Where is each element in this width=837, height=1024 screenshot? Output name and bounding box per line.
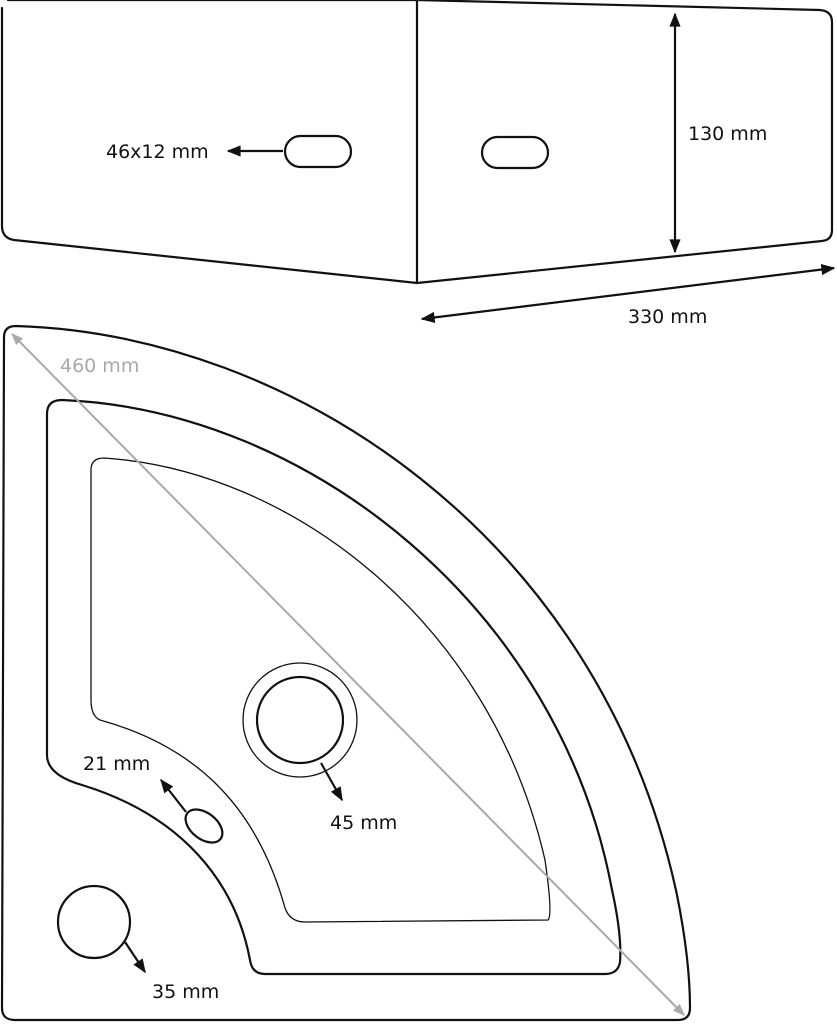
slot-dimension-label: 46x12 mm [106, 141, 209, 163]
side-length-dimension-label: 330 mm [628, 306, 707, 328]
diagonal-dimension-arrow [11, 333, 685, 1016]
diagonal-dimension-label: 460 mm [60, 355, 139, 377]
tap-hole-dimension-arrow [124, 941, 146, 974]
right-overflow-slot [480, 135, 550, 170]
drain-outer-ring [242, 662, 358, 778]
left-overflow-slot [283, 134, 353, 169]
tap-hole-dimension-label: 35 mm [152, 981, 219, 1003]
left-panel-outline [0, 0, 419, 285]
small-hole-dimension-label: 21 mm [83, 753, 150, 775]
height-dimension-label: 130 mm [688, 123, 767, 145]
drain-dimension-label: 45 mm [330, 812, 397, 834]
small-hole-dimension-arrow [160, 778, 187, 813]
right-panel-outline [415, 0, 834, 285]
side-view: 46x12 mm 130 mm 330 mm [0, 0, 836, 328]
drain-hole [255, 675, 345, 765]
bowl-inner-outline [90, 457, 551, 923]
basin-rim-outline [45, 398, 622, 976]
top-view: 460 mm 21 mm 45 mm 35 mm [0, 324, 692, 1022]
tap-hole [56, 884, 132, 960]
drain-dimension-arrow [320, 762, 343, 802]
side-length-dimension-arrow [420, 263, 836, 324]
